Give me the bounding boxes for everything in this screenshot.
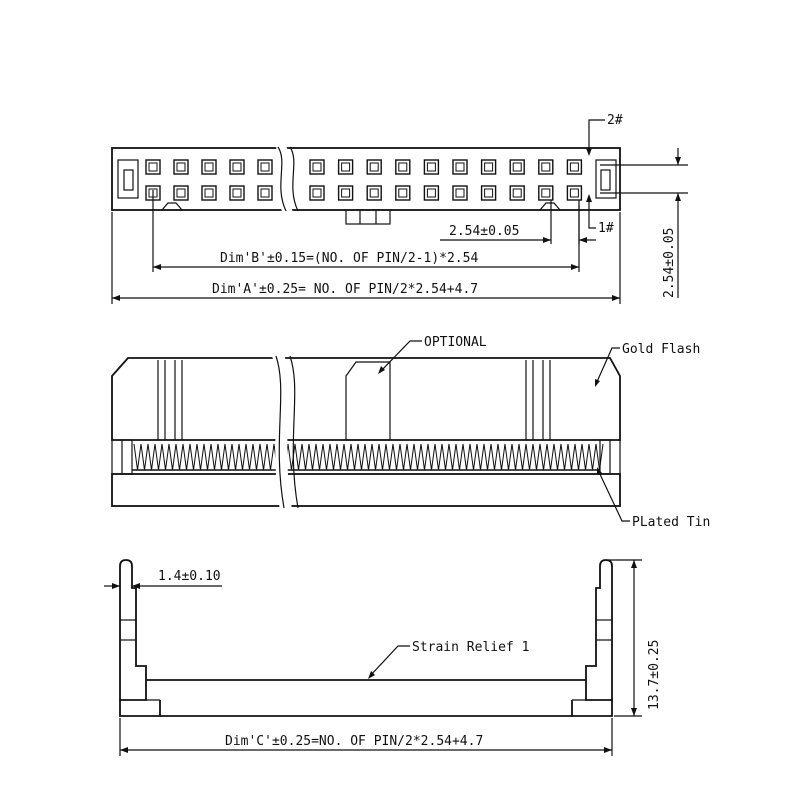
pin-hole bbox=[395, 159, 411, 175]
left-latch-slot bbox=[117, 159, 139, 199]
pin-hole-grid bbox=[145, 159, 583, 201]
contact-zigzag bbox=[133, 443, 604, 471]
pin-hole bbox=[566, 185, 583, 201]
bottom-notch-left bbox=[161, 202, 183, 211]
pin-hole bbox=[257, 185, 273, 201]
right-latch-inner bbox=[600, 169, 611, 191]
dim-a-label: Dim'A'±0.25= NO. OF PIN/2*2.54+4.7 bbox=[212, 282, 478, 297]
pin2-leader bbox=[588, 119, 605, 150]
front-base bbox=[111, 473, 621, 507]
pin-hole bbox=[480, 185, 497, 201]
pin-hole bbox=[257, 159, 273, 175]
front-break-right bbox=[289, 355, 299, 509]
pin-hole bbox=[566, 159, 583, 175]
pin-hole bbox=[423, 185, 440, 201]
pin-hole bbox=[452, 159, 468, 175]
dim-b-label: Dim'B'±0.15=(NO. OF PIN/2-1)*2.54 bbox=[220, 251, 478, 266]
front-view: OPTIONAL Gold Flash PLated Tin bbox=[111, 335, 710, 530]
pin-hole bbox=[509, 185, 525, 201]
optional-key bbox=[345, 361, 391, 441]
pin-hole bbox=[509, 159, 525, 175]
gold-flash-label: Gold Flash bbox=[622, 342, 700, 357]
pin-hole bbox=[366, 185, 382, 201]
optional-leader bbox=[379, 340, 422, 373]
pin-hole bbox=[452, 185, 468, 201]
pin-hole bbox=[423, 159, 440, 175]
break-line-left bbox=[277, 146, 287, 212]
strain-relief-label: Strain Relief 1 bbox=[412, 640, 529, 655]
pin-hole bbox=[337, 159, 354, 175]
pin-hole bbox=[366, 159, 382, 175]
pin-hole bbox=[229, 159, 245, 175]
pin-hole bbox=[395, 185, 411, 201]
pin-hole bbox=[201, 185, 217, 201]
left-latch-inner bbox=[123, 169, 134, 191]
break-line-right bbox=[289, 146, 299, 212]
pin2-label: 2# bbox=[607, 113, 623, 128]
height-label: 13.7±0.25 bbox=[647, 640, 662, 710]
pitch-h-label: 2.54±0.05 bbox=[449, 224, 519, 239]
contact-teeth bbox=[132, 443, 604, 471]
gold-flash-leader bbox=[595, 347, 620, 385]
pin-hole bbox=[309, 185, 325, 201]
pin1-leader bbox=[588, 200, 596, 229]
pitch-v-label: 2.54±0.05 bbox=[662, 228, 677, 298]
plated-tin-leader bbox=[597, 469, 630, 522]
pin-hole bbox=[480, 159, 497, 175]
pin-hole bbox=[173, 159, 189, 175]
optional-label: OPTIONAL bbox=[424, 335, 487, 350]
plated-tin-label: PLated Tin bbox=[632, 515, 710, 530]
front-housing-upper bbox=[111, 357, 621, 441]
top-view: 2.54±0.05 2# 1# 2.54±0.05 Dim'B'±0.15=(N… bbox=[111, 113, 688, 304]
polarization-key bbox=[345, 209, 391, 225]
front-break-left bbox=[275, 355, 285, 509]
side-view: 1.4±0.10 13.7±0.25 Strain Relief 1 Dim'C… bbox=[104, 559, 662, 756]
pin-hole bbox=[229, 185, 245, 201]
pin-hole bbox=[538, 185, 554, 201]
dim-c-label: Dim'C'±0.25=NO. OF PIN/2*2.54+4.7 bbox=[225, 734, 483, 749]
pin-hole bbox=[337, 185, 354, 201]
wall-label: 1.4±0.10 bbox=[158, 569, 221, 584]
left-arm bbox=[119, 559, 147, 701]
pin-hole bbox=[201, 159, 217, 175]
right-latch-slot bbox=[595, 159, 617, 199]
strain-relief-leader bbox=[369, 645, 410, 677]
pin-hole bbox=[538, 159, 554, 175]
bottom-notch-right bbox=[539, 202, 561, 211]
right-arm bbox=[585, 559, 613, 701]
pin-hole bbox=[173, 185, 189, 201]
pin-hole bbox=[145, 159, 161, 175]
pin-hole bbox=[309, 159, 325, 175]
pin1-label: 1# bbox=[598, 221, 614, 236]
